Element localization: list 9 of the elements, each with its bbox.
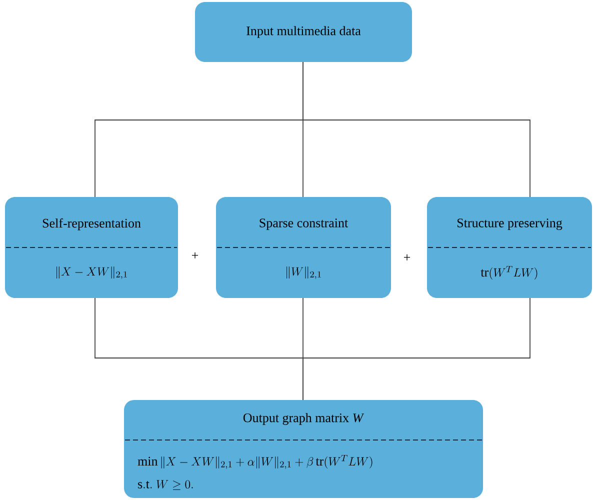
plus-sign: + (404, 254, 410, 260)
process-box: Input multimedia data (195, 2, 412, 62)
process-box: Sparse constraint $\|W\|_{2,1}$ (216, 197, 391, 298)
connector-line (302, 62, 530, 198)
plus-sign: + (192, 252, 198, 258)
process-box: Output graph matrix W $\min \|X - XW\|_{2,1} + \alpha \|W\|_{2,1} + \beta\,\mathrm{tr}(W^{T} LW)$ $\mathrm{s.t.}\ W \geq 0.$ (124, 400, 483, 498)
connector-line (302, 298, 530, 400)
process-box: Self-representation $\|X - XW\|_{2,1}$ (5, 197, 178, 298)
process-box: Structure preserving $\mathrm{tr}(W^{T} LW)$ (427, 197, 592, 298)
